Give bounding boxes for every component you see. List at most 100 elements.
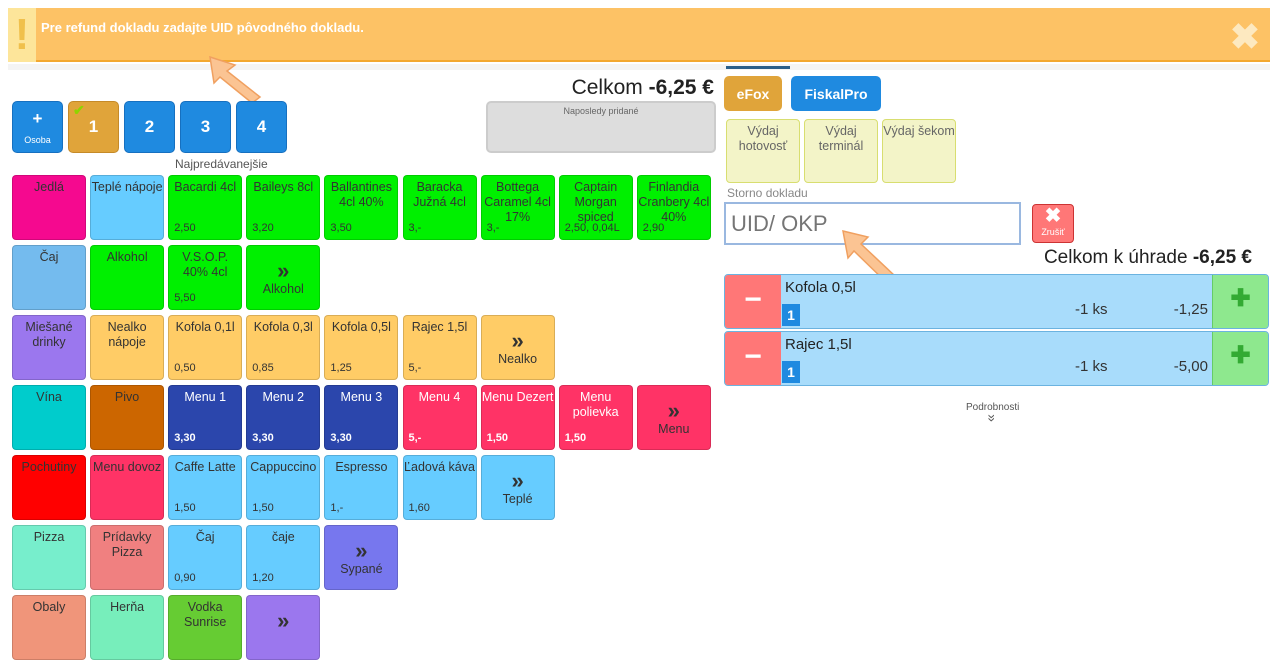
more-tile[interactable]: »: [246, 595, 321, 660]
tile-label: Teplé: [502, 492, 533, 506]
order-item[interactable]: − Rajec 1,5l 1 -1 ks -5,00 ✚: [724, 331, 1269, 386]
tile-price: 1,-: [330, 502, 344, 514]
increase-button[interactable]: ✚: [1212, 332, 1268, 385]
tile-label: Obaly: [32, 600, 66, 614]
product-tile[interactable]: Jedlá: [12, 175, 86, 240]
more-tile[interactable]: »Menu: [636, 385, 711, 450]
efox-button[interactable]: eFox: [724, 76, 782, 111]
product-tile[interactable]: Obaly: [12, 595, 86, 660]
product-tile[interactable]: Prídavky Pizza: [90, 525, 165, 590]
tile-label: Cappuccino: [250, 460, 317, 474]
product-tile[interactable]: Teplé nápoje: [90, 175, 165, 240]
product-tile[interactable]: Menu polievka 1,50: [558, 385, 633, 450]
more-tile[interactable]: »Sypané: [324, 525, 399, 590]
details-label: Podrobnosti: [966, 402, 1020, 413]
tile-label: Captain Morgan spiced: [574, 180, 618, 224]
increase-button[interactable]: ✚: [1212, 275, 1268, 328]
product-tile[interactable]: Finlandia Cranbery 4cl 40%2,90: [636, 175, 711, 240]
product-tile[interactable]: Miešané drinky: [12, 315, 86, 380]
tile-price: 1,50: [564, 432, 587, 444]
payout-check-button[interactable]: Výdaj šekom: [882, 119, 956, 183]
pointer-arrow-icon: [209, 55, 262, 104]
tile-label: Espresso: [335, 460, 388, 474]
cancel-storno-button[interactable]: ✖Zrušiť: [1032, 204, 1074, 243]
more-tile[interactable]: »Alkohol: [246, 245, 321, 310]
tile-label: Prídavky Pizza: [102, 530, 152, 559]
product-tile[interactable]: Pizza: [12, 525, 86, 590]
storno-label: Storno dokladu: [727, 186, 808, 200]
product-tile[interactable]: Espresso 1,-: [324, 455, 399, 520]
more-tile[interactable]: »Nealko: [480, 315, 555, 380]
seat-badge: 1: [782, 361, 800, 383]
exclamation-icon: !: [8, 8, 36, 62]
tile-label: Kofola 0,3l: [253, 320, 313, 334]
person-tab[interactable]: ✔1: [68, 101, 119, 153]
banner-message: Pre refund dokladu zadajte UID pôvodného…: [41, 20, 364, 35]
tile-price: 1,20: [252, 572, 274, 584]
fiskalpro-button[interactable]: FiskalPro: [791, 76, 881, 111]
product-tile[interactable]: Nealko nápoje: [90, 315, 165, 380]
person-tab[interactable]: 4: [236, 101, 287, 153]
person-tab[interactable]: 3: [180, 101, 231, 153]
decrease-button[interactable]: −: [725, 332, 781, 385]
chevron-right-icon: »: [355, 538, 368, 563]
product-tile[interactable]: Herňa: [90, 595, 165, 660]
tile-label: Čaj: [39, 250, 59, 264]
payout-terminal-button[interactable]: Výdaj terminál: [804, 119, 878, 183]
product-tile[interactable]: Pochutiny: [12, 455, 86, 520]
total-label: Celkom: [571, 76, 643, 99]
decrease-button[interactable]: −: [725, 275, 781, 328]
payout-cash-button[interactable]: Výdaj hotovosť: [726, 119, 800, 183]
tile-label: Pivo: [114, 390, 140, 404]
order-item[interactable]: − Kofola 0,5l 1 -1 ks -1,25 ✚: [724, 274, 1269, 329]
product-tile[interactable]: Ballantines 4cl 40%3,50: [324, 175, 399, 240]
item-amount: -1,25: [1173, 301, 1208, 318]
uid-input[interactable]: [724, 202, 1021, 245]
tile-price: 1,50: [486, 432, 509, 444]
chevron-right-icon: »: [277, 258, 290, 283]
more-tile[interactable]: »Teplé: [480, 455, 555, 520]
product-tile[interactable]: Alkohol: [90, 245, 165, 310]
product-tile[interactable]: Pivo: [90, 385, 165, 450]
tile-label: Menu polievka: [572, 390, 619, 419]
person-sublabel: Osoba: [24, 135, 51, 145]
tile-price: 2,90: [642, 222, 665, 234]
product-tile[interactable]: Čaj: [12, 245, 86, 310]
product-tile[interactable]: Vodka Sunrise: [168, 595, 243, 660]
close-icon[interactable]: ✖: [1229, 16, 1260, 57]
person-tab[interactable]: 2: [124, 101, 175, 153]
product-tile[interactable]: Menu dovoz: [90, 455, 165, 520]
tile-price: 3,-: [486, 222, 500, 234]
person-label: 4: [256, 117, 267, 136]
item-name: Rajec 1,5l: [785, 336, 852, 353]
product-tile[interactable]: Vína: [12, 385, 86, 450]
tile-label: Menu 4: [418, 390, 461, 404]
tile-price: 2,50, 0,04L: [564, 222, 620, 234]
chevron-right-icon: »: [511, 328, 524, 353]
details-toggle[interactable]: Podrobnosti»: [966, 402, 1019, 423]
tile-label: Kofola 0,5l: [331, 320, 391, 334]
tile-price: 3,50: [330, 222, 352, 234]
product-tile[interactable]: Bottega Caramel 4cl 17%3,-: [480, 175, 555, 240]
tile-label: Rajec 1,5l: [411, 320, 468, 334]
add-person-button[interactable]: +Osoba: [12, 101, 63, 153]
